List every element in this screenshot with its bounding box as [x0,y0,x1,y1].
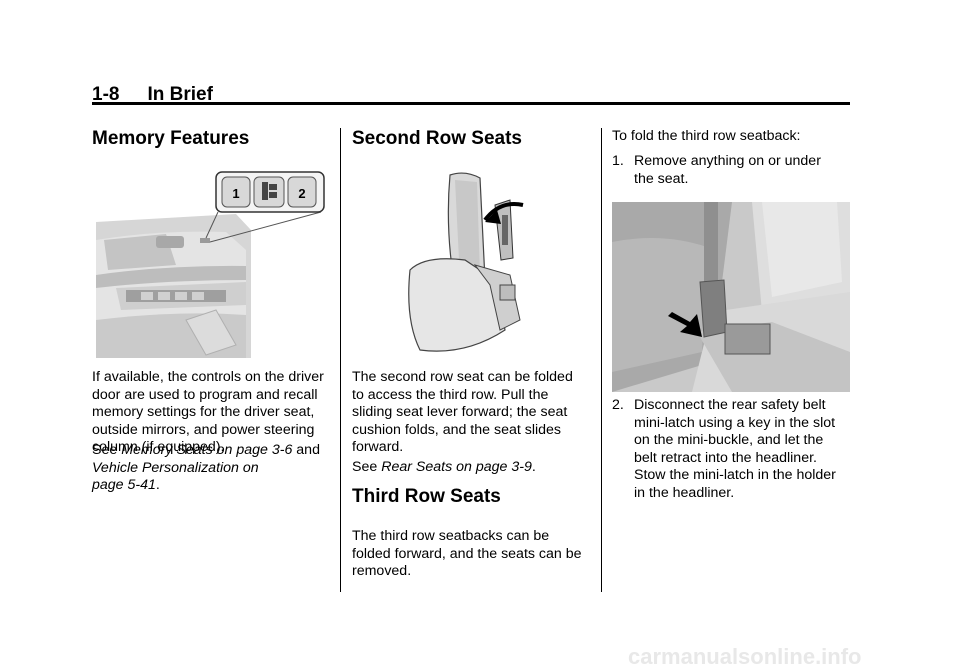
memory-button-2-label: 2 [298,186,305,201]
step-1-line-2: the seat. [634,170,689,187]
page-header: 1-8 In Brief [92,84,213,106]
memory-features-see: See Memory Seats on page 3-6 and Vehicle… [92,442,337,495]
step-2-number: 2. [612,397,624,413]
vehicle-personalization-link-a[interactable]: Vehicle Personalization on [92,459,259,476]
step-2-line-1: Disconnect the rear safety belt [634,397,826,413]
third-row-seats-body: The third row seatbacks can be folded fo… [352,528,582,580]
header-rule [92,102,850,105]
column-divider-2 [601,128,602,592]
third-row-seat-belt-figure [612,202,850,392]
step-2-body: mini-latch using a key in the slot on th… [634,414,836,501]
memory-button-1-label: 1 [232,186,239,201]
vehicle-personalization-link-b[interactable]: page 5-41 [92,477,156,494]
page-number: 1-8 [92,84,120,105]
door-memory-controls-figure: 1 2 [96,170,326,358]
rear-seats-link[interactable]: Rear Seats on page 3-9 [381,459,532,475]
step-1-line-1: Remove anything on or under [634,153,821,169]
second-row-seats-see: See Rear Seats on page 3-9. [352,459,592,477]
memory-features-heading: Memory Features [92,128,250,149]
see-period: . [531,459,536,475]
section-title: In Brief [147,84,213,105]
memory-seats-link[interactable]: Memory Seats on page 3-6 [121,442,293,458]
watermark: carmanualsonline.info [628,644,862,669]
second-row-seats-heading: Second Row Seats [352,128,522,149]
second-row-seats-body: The second row seat can be folded to acc… [352,369,573,456]
see-and: and [296,442,320,458]
fold-intro: To fold the third row seatback: [612,128,801,144]
memory-features-body: If available, the controls on the driver… [92,369,324,456]
second-row-seat-figure [405,170,530,356]
see-period: . [155,477,160,494]
see-prefix: See [352,459,378,475]
third-row-seats-heading: Third Row Seats [352,486,501,507]
see-prefix: See [92,442,118,458]
step-1-number: 1. [612,153,624,169]
column-divider-1 [340,128,341,592]
